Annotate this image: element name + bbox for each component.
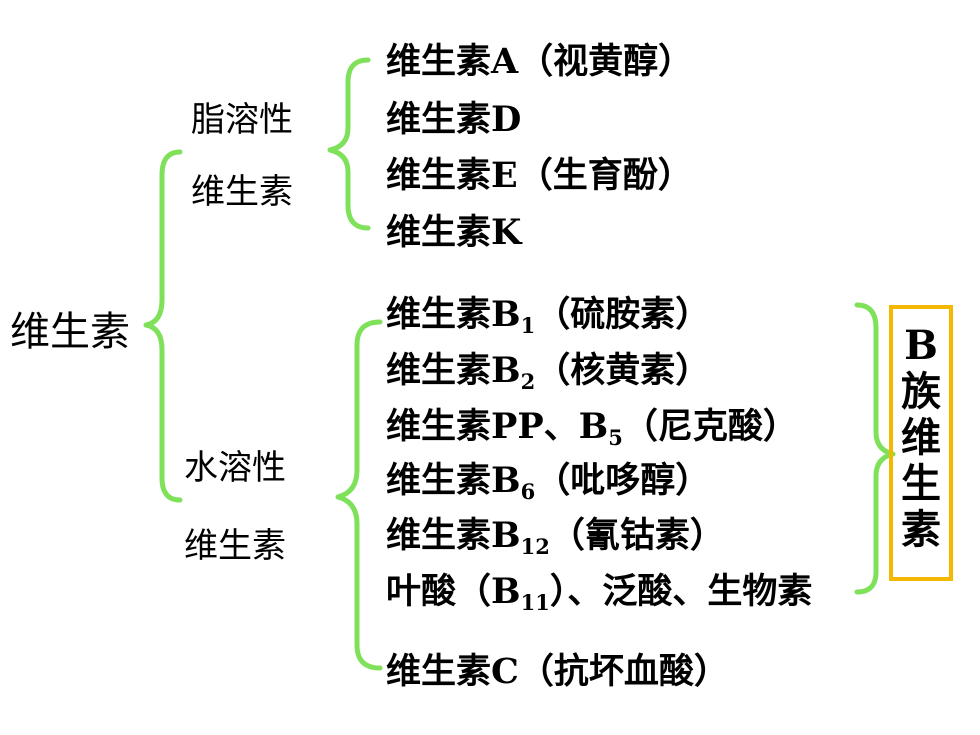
water-item-folic-acid: 叶酸（B11）、泛酸、生物素: [386, 571, 813, 615]
root-label: 维生素: [10, 309, 130, 355]
fat-item-vitamin-d: 维生素D: [386, 99, 522, 140]
water-item-vitamin-b2: 维生素B2（核黄素）: [386, 350, 711, 394]
water-item-vitamin-b1: 维生素B1（硫胺素）: [386, 294, 711, 338]
water-item-vitamin-b6: 维生素B6（吡哆醇）: [386, 460, 711, 504]
fat-item-vitamin-a: 维生素A（视黄醇）: [386, 41, 694, 82]
b-group-char-3: 生: [901, 460, 941, 507]
root-brace: [143, 149, 183, 503]
fat-item-vitamin-k: 维生素K: [386, 212, 522, 253]
water-item-vitamin-c: 维生素C（抗坏血酸）: [386, 651, 729, 692]
fat-item-vitamin-e: 维生素E（生育酚）: [386, 155, 693, 196]
fat-soluble-label-line2: 维生素: [191, 172, 293, 212]
fat-soluble-brace: [327, 57, 371, 231]
water-soluble-label-line2: 维生素: [184, 526, 286, 566]
b-group-brace: [854, 302, 896, 595]
water-soluble-label-line1: 水溶性: [184, 448, 286, 488]
fat-soluble-label-line1: 脂溶性: [191, 100, 293, 140]
b-group-char-1: 族: [901, 368, 941, 415]
water-item-vitamin-b12: 维生素B12（氰钴素）: [386, 515, 725, 559]
b-group-char-4: 素: [901, 506, 941, 553]
water-soluble-brace: [335, 319, 383, 671]
b-group-char-2: 维: [901, 414, 941, 461]
b-group-box: B 族 维 生 素: [889, 305, 953, 581]
water-item-vitamin-pp-b5: 维生素PP、B5（尼克酸）: [386, 406, 798, 450]
b-group-char-0: B: [904, 322, 938, 369]
